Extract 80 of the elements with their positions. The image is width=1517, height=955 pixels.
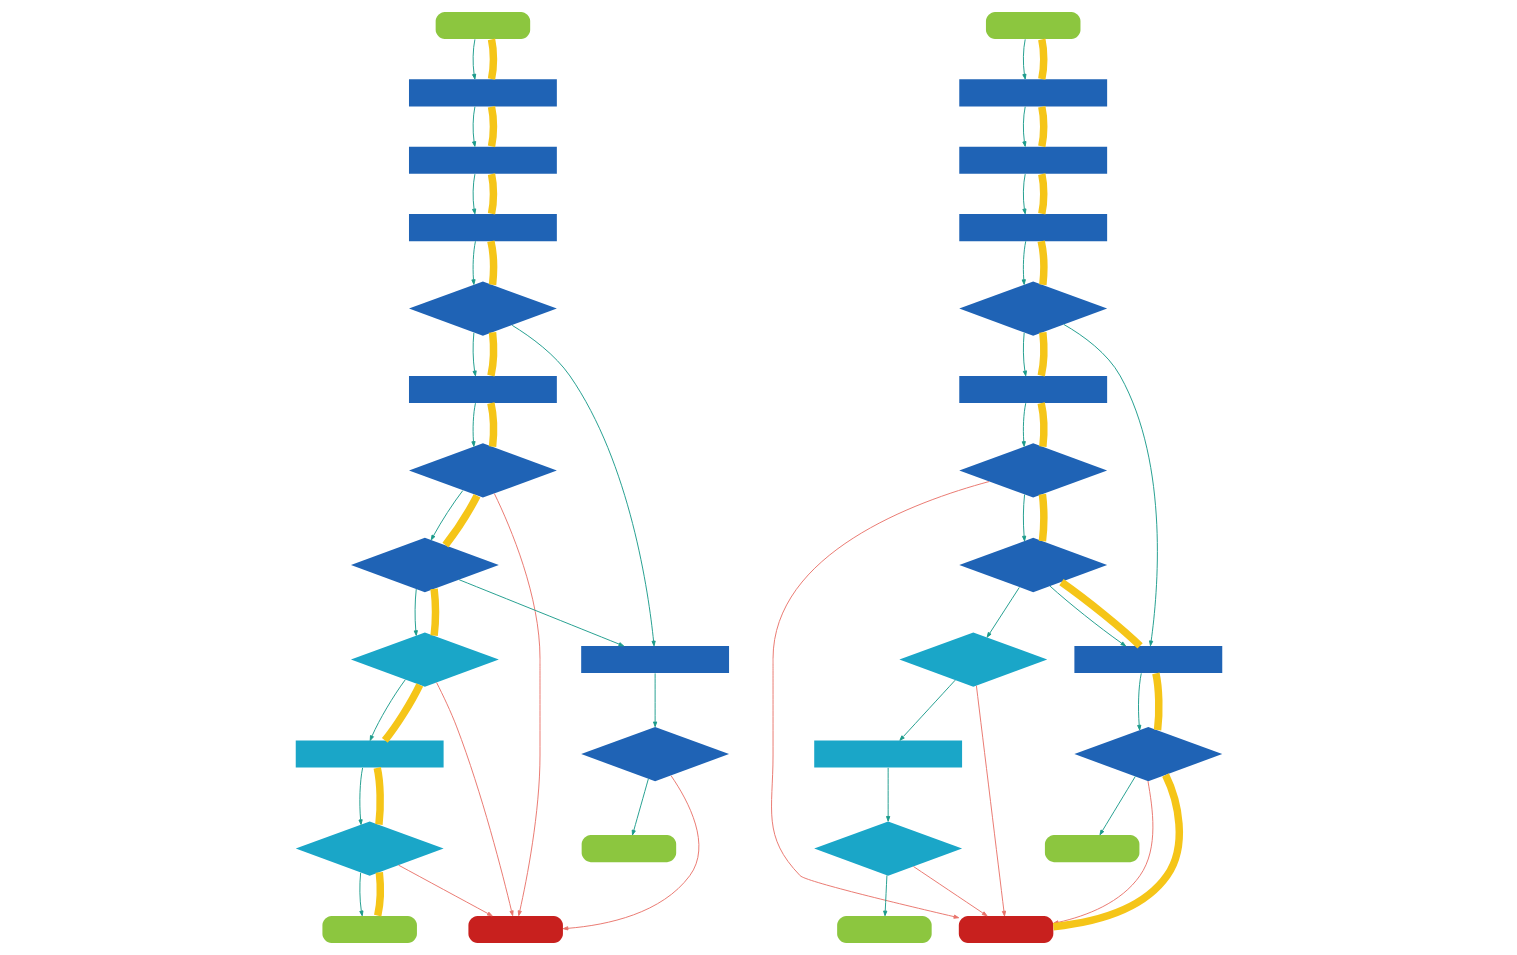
node-box [813,740,962,768]
connector [487,106,497,148]
arrow [1021,402,1026,447]
connector [429,588,439,637]
node-pill [435,11,530,40]
connector [441,494,480,548]
arrow [898,679,956,741]
arrow [397,864,493,917]
node-box [408,214,557,242]
arrow [1048,585,1126,647]
arrow [770,481,990,919]
arrow [1021,173,1026,215]
arrow [652,672,657,728]
node-pill [958,915,1053,944]
node-diamond [580,726,729,782]
node-pill [581,835,676,863]
connector [486,402,497,447]
arrow [369,679,406,741]
arrow [1022,332,1027,377]
arrow [358,872,363,917]
arrow [470,402,476,447]
connector [486,332,497,377]
connector [486,240,497,286]
arrow [1021,494,1026,542]
node-pill [836,915,932,944]
arrow [493,493,540,917]
arrow [986,586,1020,638]
arrow [471,38,476,80]
connector [1037,332,1047,377]
arrow [471,173,476,215]
arrow [882,874,887,917]
arrow [1062,324,1158,647]
node-pill [321,915,417,944]
connector [487,38,497,80]
arrow [1098,776,1136,836]
node-box [958,214,1107,242]
node-diamond [350,537,499,593]
node-diamond [813,821,962,876]
node-pill [467,915,563,944]
arrow [471,106,476,147]
arrow [430,490,463,541]
connector [373,767,384,825]
connector [1037,240,1047,286]
connector [1037,173,1047,215]
node-box [958,375,1107,404]
arrow [472,332,477,377]
node-box [958,146,1107,174]
arrow [470,240,476,285]
arrow [1021,38,1026,80]
arrow [912,866,987,917]
connector [1038,493,1047,542]
arrow [885,767,890,822]
arrow [631,778,649,836]
arrow [1021,240,1026,285]
node-box [958,79,1107,107]
arrow [413,588,418,636]
arrow [975,685,1006,917]
arrow [358,767,363,825]
connector [373,872,384,917]
arrow [435,682,514,917]
connector [487,173,497,215]
connector [1037,38,1047,80]
connector [1151,672,1163,731]
node-box [295,740,444,768]
arrow [458,579,624,647]
node-box [580,645,729,674]
arrow [511,324,656,647]
arrow [1136,672,1142,731]
arrow [1021,106,1026,147]
node-pill [985,11,1080,40]
connector [1058,579,1143,649]
connector [1037,402,1047,447]
node-box [408,146,557,174]
connector [381,683,423,743]
node-box [408,375,557,404]
arrow [562,775,699,931]
node-pill [1044,835,1139,863]
node-box [408,79,557,107]
connector [1037,106,1047,148]
node-box [1073,645,1222,674]
